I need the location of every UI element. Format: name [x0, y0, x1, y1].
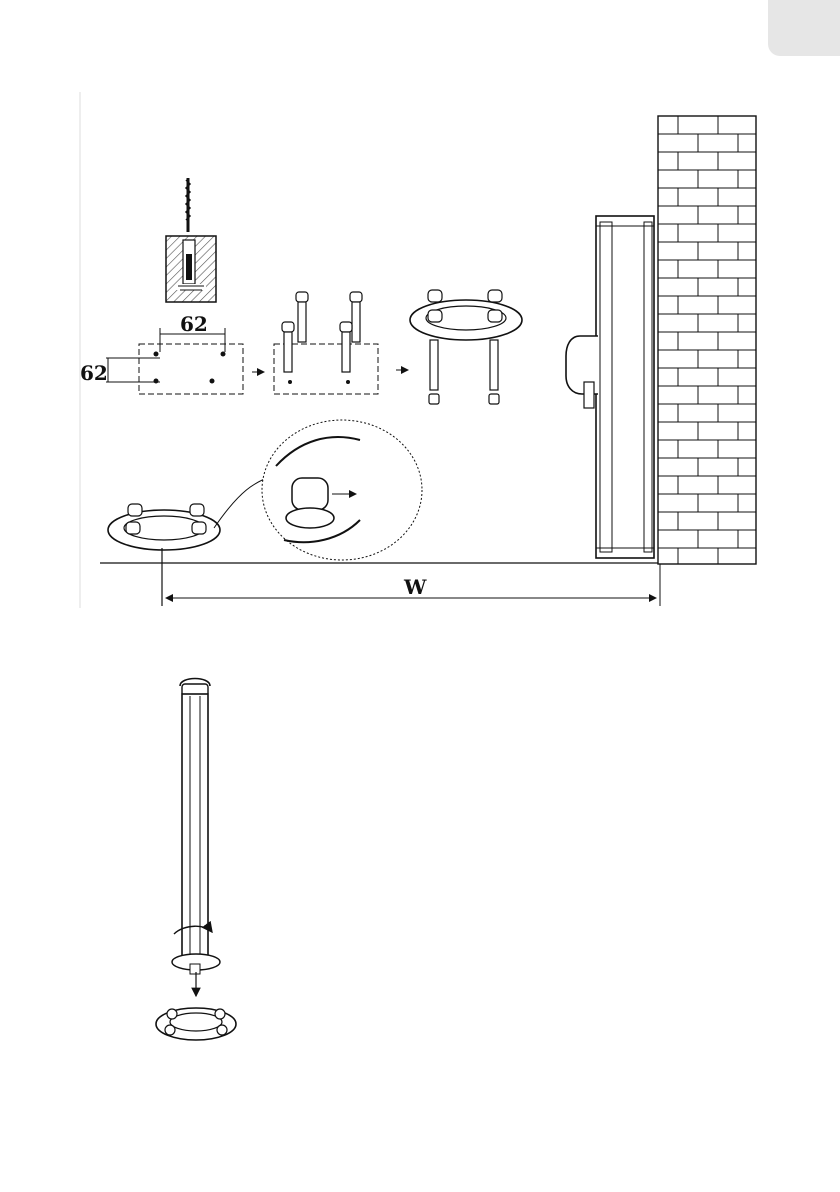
distance-dimension: W [166, 564, 660, 606]
template-hole [154, 352, 159, 357]
brick-wall-icon [658, 116, 756, 564]
template-with-bolts [274, 292, 378, 394]
base-plate-icon [108, 504, 220, 606]
dimension-label-vertical: 62 [80, 361, 108, 385]
drill-bit-icon [186, 178, 190, 232]
top-diagram: 62 62 [80, 92, 756, 608]
dimension-label-horizontal: 62 [180, 312, 208, 336]
pole-assembly [156, 679, 236, 1041]
expansion-bolt-icon [340, 322, 352, 372]
base-plate-icon [410, 290, 522, 404]
concrete-hole-icon [166, 236, 216, 302]
detail-callout [214, 420, 422, 560]
pole-icon [180, 679, 210, 957]
drill-template: 62 62 [80, 312, 243, 394]
expansion-bolt-icon [296, 292, 308, 342]
awning-cassette-icon [566, 216, 654, 558]
template-hole [210, 379, 215, 384]
expansion-bolt-icon [282, 322, 294, 372]
template-hole [221, 352, 226, 357]
distance-label: W [403, 575, 427, 599]
expansion-bolt-icon [350, 292, 362, 342]
base-plate-icon [156, 1008, 236, 1040]
template-hole [154, 379, 159, 384]
